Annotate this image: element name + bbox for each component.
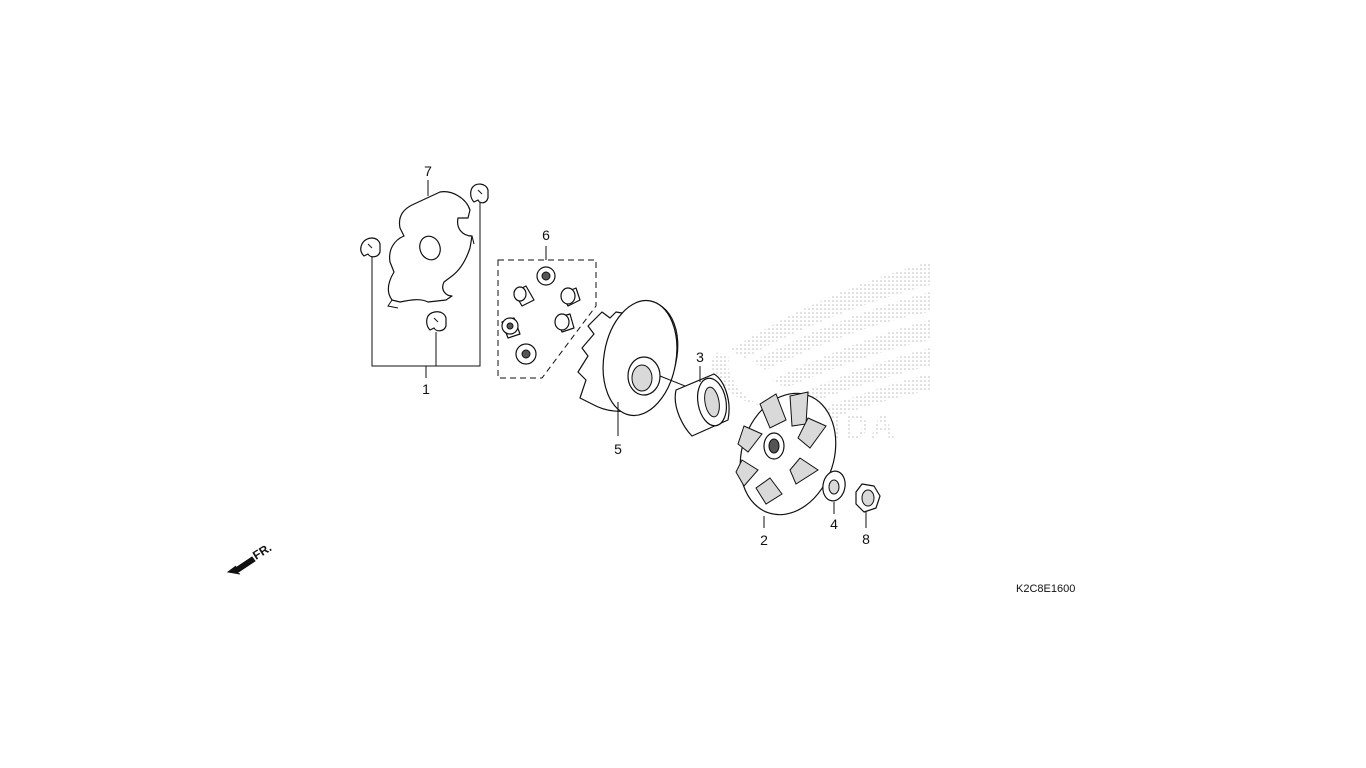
callout-7: 7: [424, 163, 432, 179]
nut-part-8[interactable]: [855, 483, 881, 528]
washer-part-4[interactable]: [821, 469, 848, 514]
drive-face-part-2[interactable]: [725, 381, 851, 528]
callout-2: 2: [760, 532, 768, 548]
weight-roller-1[interactable]: [536, 266, 556, 286]
collar-part-3[interactable]: [674, 366, 730, 437]
slider-part-1-left[interactable]: [360, 237, 381, 258]
weight-roller-group-part-6: [497, 246, 597, 379]
diagram-code: K2C8E1600: [1016, 583, 1075, 595]
callout-8: 8: [862, 531, 870, 547]
ramp-plate-part-7[interactable]: [387, 191, 475, 309]
movable-drive-face-part-5[interactable]: [577, 295, 701, 436]
weight-roller-6[interactable]: [515, 343, 537, 365]
weight-roller-3[interactable]: [560, 287, 581, 307]
weight-roller-5[interactable]: [554, 313, 575, 333]
slider-part-1-bottom[interactable]: [426, 311, 447, 332]
callout-5: 5: [614, 441, 622, 457]
callout-1: 1: [422, 381, 430, 397]
weight-roller-4[interactable]: [501, 317, 521, 339]
front-direction-arrow-icon: [226, 556, 256, 575]
callout-3: 3: [696, 349, 704, 365]
weight-roller-2[interactable]: [513, 285, 535, 307]
callout-4: 4: [830, 516, 838, 532]
callout-1-bracket: [371, 202, 481, 378]
callout-6: 6: [542, 227, 550, 243]
slider-part-1-top[interactable]: [470, 183, 489, 204]
